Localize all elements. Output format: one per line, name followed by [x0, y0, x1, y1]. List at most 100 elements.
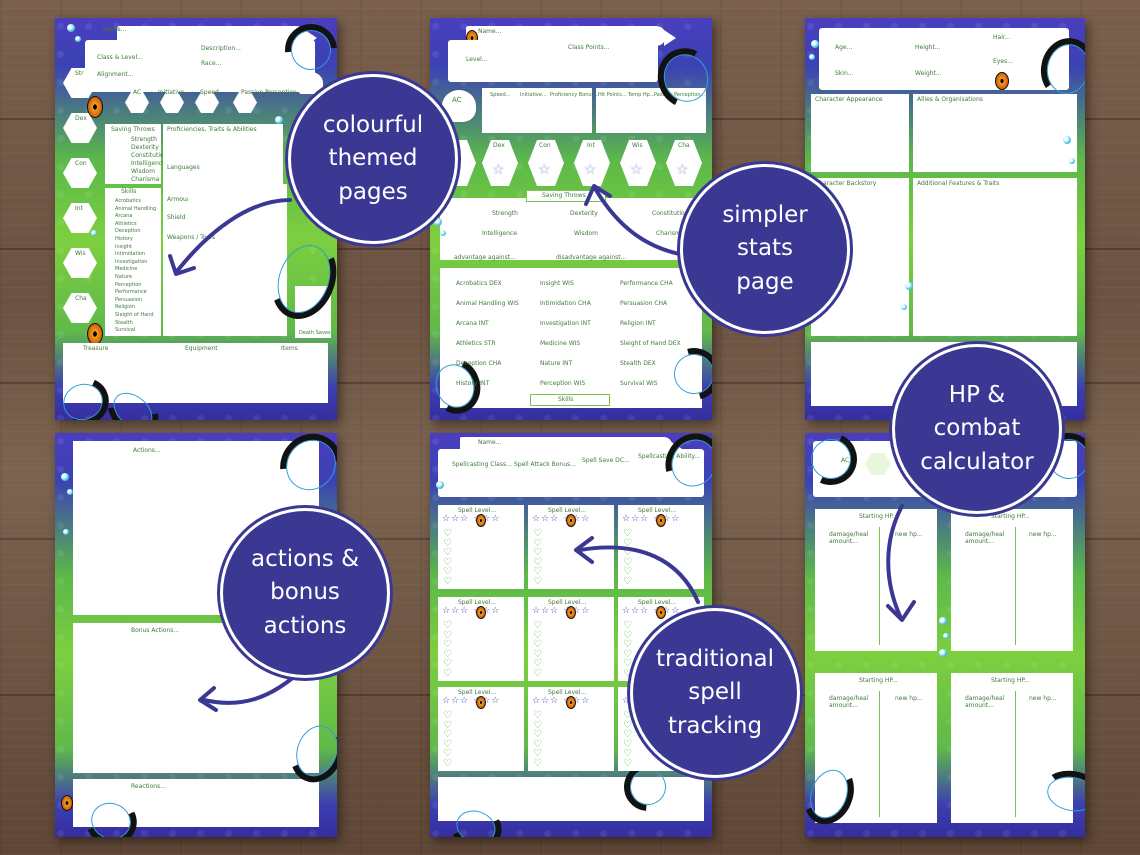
skill-item: Athletics STR	[456, 340, 496, 347]
heart-checkbox-icon[interactable]: ♡	[533, 629, 542, 641]
heart-checkbox-icon[interactable]: ♡	[623, 556, 632, 568]
heart-checkbox-icon[interactable]: ♡	[443, 658, 452, 669]
heart-checkbox-icon[interactable]: ♡	[533, 757, 542, 769]
spell-slot-stars[interactable]: ☆☆☆ ☆☆☆	[442, 606, 501, 616]
skill-item: Survival WIS	[620, 380, 658, 387]
spell-slot-stars[interactable]: ☆☆☆ ☆☆☆	[532, 514, 591, 524]
notes-box	[438, 777, 704, 821]
damage-label: damage/heal amount...	[829, 531, 869, 545]
spell-slot-stars[interactable]: ☆☆☆ ☆☆☆	[442, 696, 501, 706]
height-label: Height...	[915, 44, 941, 51]
heart-checkbox-icon[interactable]: ♡	[443, 757, 452, 769]
arrow-combat-head	[886, 600, 916, 622]
heart-checkbox-icon[interactable]: ♡	[533, 566, 542, 577]
heart-checkbox-icon[interactable]: ♡	[443, 729, 452, 740]
heart-checkbox-icon[interactable]: ♡	[533, 537, 542, 549]
heart-checkbox-icon[interactable]: ♡	[443, 556, 452, 568]
heart-checkbox-icon[interactable]: ♡	[443, 620, 452, 631]
reactions-box	[73, 779, 319, 827]
heart-checkbox-icon[interactable]: ♡	[443, 547, 452, 558]
heart-checkbox-icon[interactable]: ♡	[623, 639, 632, 650]
heart-checkbox-icon[interactable]: ♡	[533, 748, 542, 759]
starting-hp-label: Starting HP...	[991, 677, 1030, 684]
heart-checkbox-icon[interactable]: ♡	[443, 710, 452, 721]
heart-checkbox-icon[interactable]: ♡	[623, 620, 632, 631]
heart-checkbox-icon[interactable]: ♡	[533, 639, 542, 650]
skill-item: Performance	[115, 289, 147, 296]
items-label: Items	[281, 345, 298, 352]
heart-checkbox-icon[interactable]: ♡	[443, 575, 452, 587]
heart-checkbox-icon[interactable]: ♡	[533, 528, 542, 539]
heart-checkbox-icon[interactable]: ♡	[623, 575, 632, 587]
heart-checkbox-icon[interactable]: ♡	[623, 629, 632, 641]
heart-checkbox-icon[interactable]: ♡	[533, 620, 542, 631]
heart-checkbox-icon[interactable]: ♡	[623, 528, 632, 539]
skills-label: Skills	[558, 396, 574, 403]
header-box	[819, 28, 1069, 90]
death-saves-label: Death Saves	[299, 330, 331, 336]
heart-checkbox-icon[interactable]: ♡	[443, 667, 452, 679]
heart-checkbox-icon[interactable]: ♡	[533, 658, 542, 669]
heart-checkbox-icon[interactable]: ♡	[623, 757, 632, 769]
heart-checkbox-icon[interactable]: ♡	[533, 710, 542, 721]
heart-checkbox-icon[interactable]: ♡	[623, 710, 632, 721]
skill-item: Deception CHA	[456, 360, 502, 367]
stat-hex	[528, 140, 564, 186]
stat-wis: Wis	[75, 250, 86, 257]
heart-checkbox-icon[interactable]: ♡	[623, 566, 632, 577]
heart-checkbox-icon[interactable]: ♡	[533, 575, 542, 587]
heart-checkbox-icon[interactable]: ♡	[533, 729, 542, 740]
armour-hex	[187, 190, 203, 204]
saving-throws-tab	[526, 190, 606, 202]
skill-item: Performance CHA	[620, 280, 673, 287]
heart-checkbox-icon[interactable]: ♡	[623, 729, 632, 740]
damage-label: damage/heal amount...	[965, 531, 1005, 545]
heart-checkbox-icon[interactable]: ♡	[443, 528, 452, 539]
bubble-icon	[436, 481, 444, 489]
heart-checkbox-icon[interactable]: ♡	[533, 667, 542, 679]
stat-wis: Wis	[632, 142, 643, 149]
callout-line: bonus	[270, 579, 340, 606]
bubble-icon	[1069, 158, 1075, 164]
name-label: Name...	[478, 439, 502, 446]
heart-checkbox-icon[interactable]: ♡	[443, 738, 452, 750]
heart-checkbox-icon[interactable]: ♡	[443, 566, 452, 577]
heart-checkbox-icon[interactable]: ♡	[443, 648, 452, 660]
heart-checkbox-icon[interactable]: ♡	[623, 658, 632, 669]
arrow-spell-head	[574, 536, 594, 564]
spell-level-label: Spell Level...	[458, 689, 497, 696]
skills-box	[105, 188, 161, 336]
stat-int: Int	[75, 205, 83, 212]
heart-checkbox-icon[interactable]: ♡	[623, 547, 632, 558]
heart-checkbox-icon[interactable]: ♡	[623, 738, 632, 750]
bubble-icon	[440, 230, 446, 236]
heart-checkbox-icon[interactable]: ♡	[623, 748, 632, 759]
heart-checkbox-icon[interactable]: ♡	[443, 629, 452, 641]
heart-checkbox-icon[interactable]: ♡	[623, 667, 632, 679]
heart-checkbox-icon[interactable]: ♡	[533, 719, 542, 731]
spell-slot-stars[interactable]: ☆☆☆ ☆☆☆	[532, 696, 591, 706]
spell-slot-stars[interactable]: ☆☆☆ ☆☆☆	[532, 606, 591, 616]
heart-checkbox-icon[interactable]: ♡	[443, 537, 452, 549]
heart-checkbox-icon[interactable]: ♡	[443, 639, 452, 650]
spell-slot-stars[interactable]: ☆☆☆ ☆☆☆	[622, 514, 681, 524]
heart-checkbox-icon[interactable]: ♡	[533, 738, 542, 750]
heart-checkbox-icon[interactable]: ♡	[533, 547, 542, 558]
spell-slot-stars[interactable]: ☆☆☆ ☆☆☆	[622, 606, 681, 616]
heart-checkbox-icon[interactable]: ♡	[533, 648, 542, 660]
heart-checkbox-icon[interactable]: ♡	[623, 719, 632, 731]
spell-slot-stars[interactable]: ☆☆☆ ☆☆☆	[442, 514, 501, 524]
heart-checkbox-icon[interactable]: ♡	[533, 556, 542, 568]
heart-checkbox-icon[interactable]: ♡	[443, 719, 452, 731]
heart-checkbox-icon[interactable]: ♡	[623, 648, 632, 660]
eye-icon	[476, 606, 486, 619]
reactions-label: Reactions...	[131, 783, 166, 790]
death-saves-box	[295, 286, 331, 338]
ac-label: AC	[841, 457, 850, 464]
heart-checkbox-icon[interactable]: ♡	[443, 748, 452, 759]
skill-item: Animal Handling	[115, 205, 157, 212]
damage-label: damage/heal amount...	[829, 695, 869, 709]
ac-label: AC	[133, 89, 142, 96]
heart-checkbox-icon[interactable]: ♡	[623, 537, 632, 549]
